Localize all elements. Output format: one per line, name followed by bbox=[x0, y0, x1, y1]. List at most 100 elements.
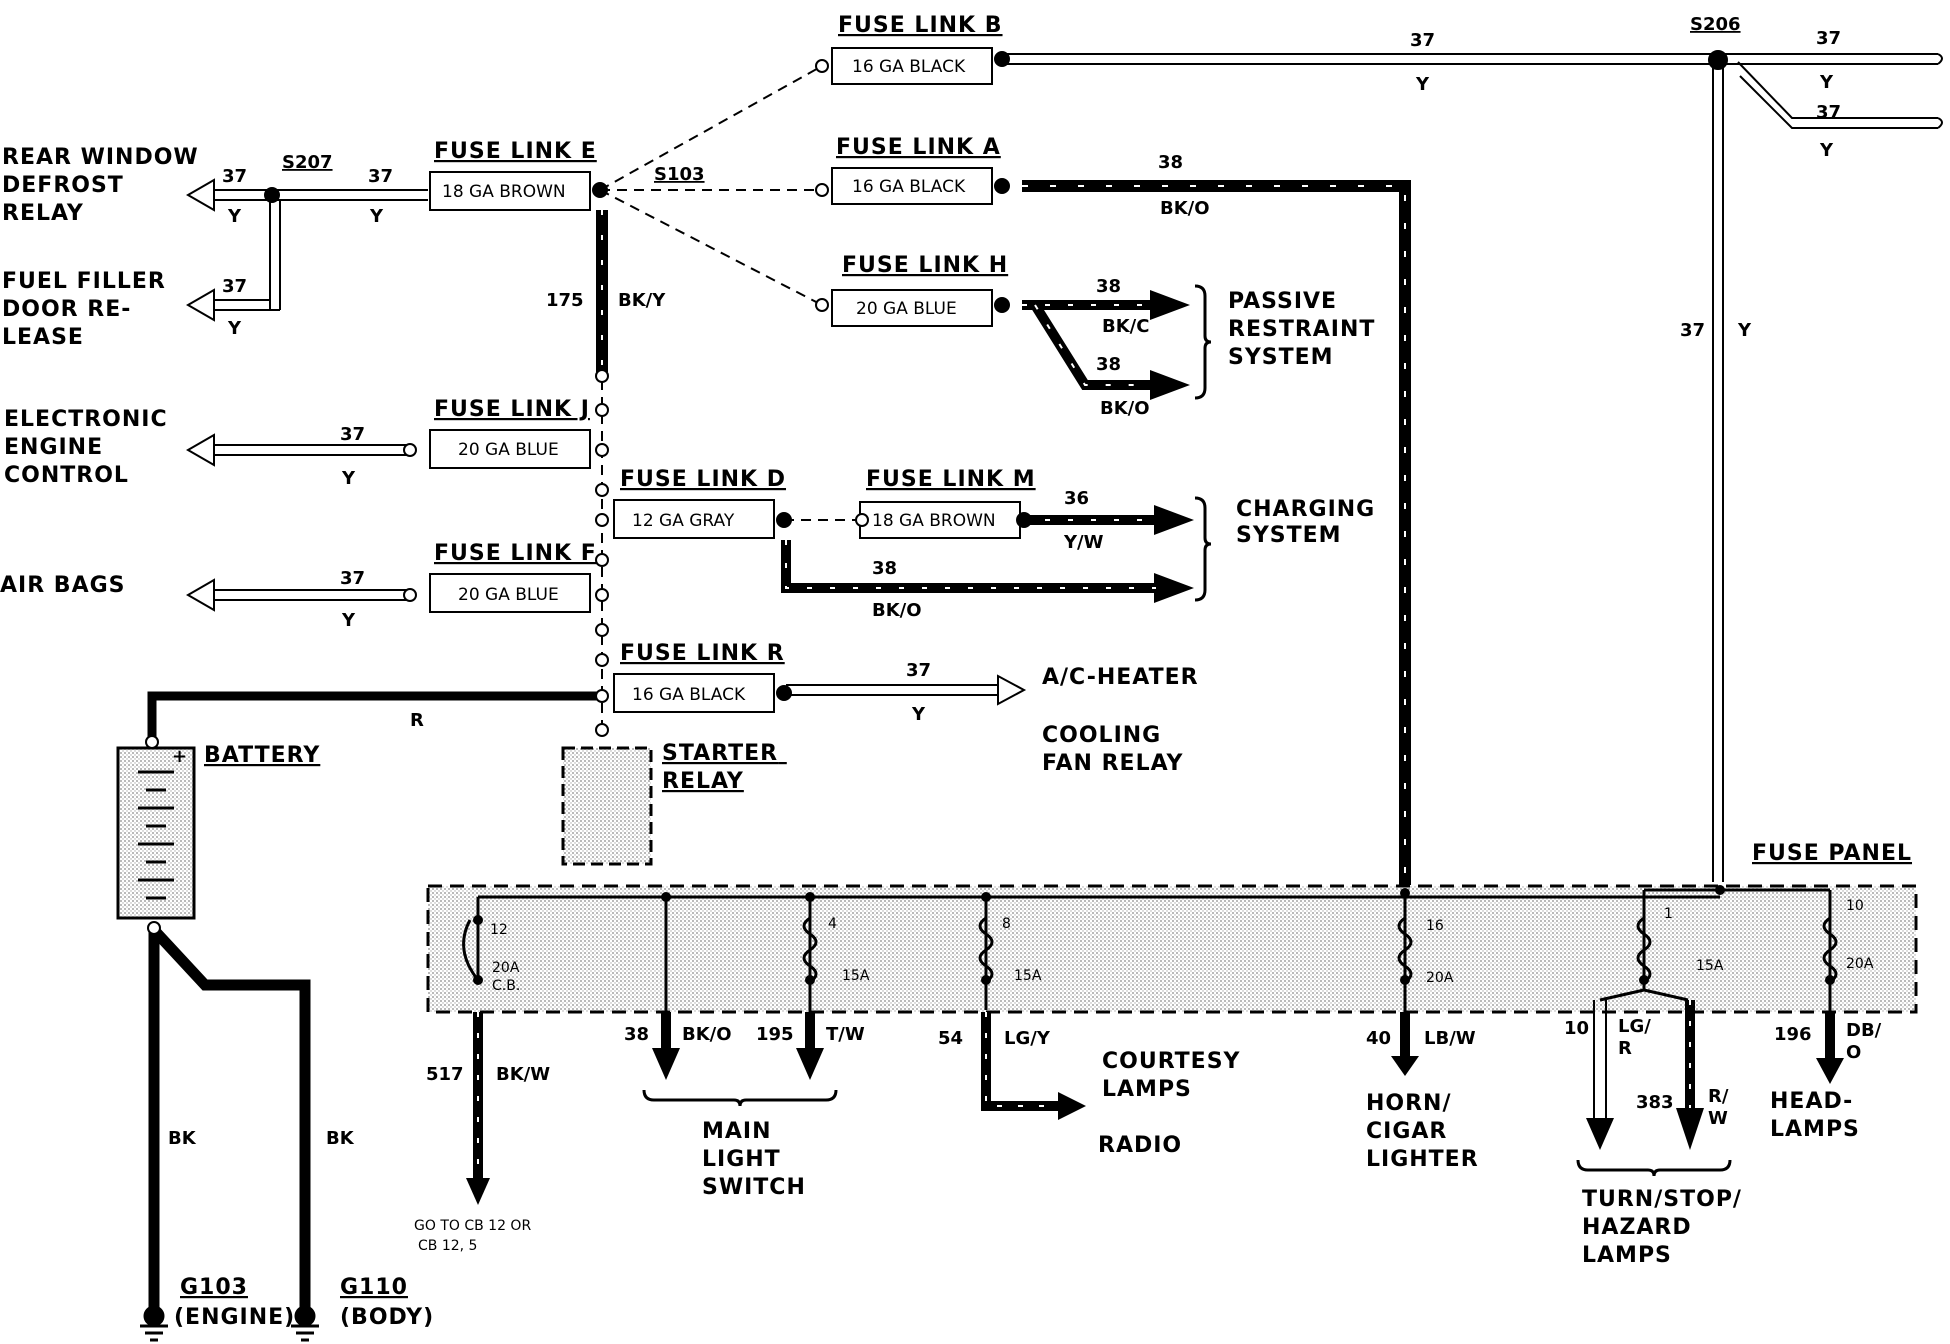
circuit-1: 1 bbox=[1664, 906, 1673, 922]
wire-37-s206a: 37 bbox=[1816, 28, 1841, 49]
wire-10: 10 bbox=[1564, 1018, 1589, 1039]
panel-outputs bbox=[466, 1000, 1844, 1205]
dest-head: HEAD- LAMPS bbox=[1770, 1089, 1862, 1142]
wire-37-vert: 37 bbox=[1680, 320, 1705, 341]
arrowheads-solid bbox=[1150, 290, 1194, 603]
fuse-link-j-title: FUSE LINK J bbox=[434, 397, 590, 422]
wire-bk-1: BK bbox=[168, 1128, 197, 1149]
fuse-link-a-title: FUSE LINK A bbox=[836, 135, 1001, 160]
wire-195: 195 bbox=[756, 1024, 794, 1045]
circuit-4: 4 bbox=[828, 916, 837, 932]
fuse-link-d-spec: 12 GA GRAY bbox=[632, 511, 735, 531]
g110-label: G110 bbox=[340, 1275, 408, 1300]
wire-lgy: LG/Y bbox=[1004, 1028, 1051, 1049]
battery bbox=[116, 735, 196, 935]
wire-y-l3: Y bbox=[227, 318, 242, 339]
wire-40: 40 bbox=[1366, 1028, 1391, 1049]
battery-plus: + bbox=[172, 746, 187, 767]
wire-r-bat: R bbox=[410, 710, 424, 731]
wire-37-r: 37 bbox=[906, 660, 931, 681]
arrowheads bbox=[185, 178, 1027, 706]
splice-s207: S207 bbox=[282, 152, 333, 173]
wire-y-l1: Y bbox=[227, 206, 242, 227]
wire-bkw: BK/W bbox=[496, 1064, 550, 1085]
dest-fuel-door: FUEL FILLER DOOR RE- LEASE bbox=[2, 269, 175, 350]
fuse-link-d-title: FUSE LINK D bbox=[620, 467, 786, 492]
wire-517: 517 bbox=[426, 1064, 464, 1085]
wire-37-left bbox=[210, 189, 1000, 696]
wire-bko-h: BK/O bbox=[1100, 398, 1150, 419]
battery-label: BATTERY bbox=[204, 743, 320, 768]
fuse-link-f-title: FUSE LINK F bbox=[434, 541, 597, 566]
wire-y-b: Y bbox=[1415, 74, 1430, 95]
wire-37-l2: 37 bbox=[368, 166, 393, 187]
g103-sub: (ENGINE) bbox=[174, 1305, 295, 1330]
wire-38-passive bbox=[1022, 300, 1150, 390]
ground-symbols bbox=[140, 1305, 319, 1342]
circuit-10: 10 bbox=[1846, 898, 1864, 914]
wire-y-s206b: Y bbox=[1819, 140, 1834, 161]
wire-383: 383 bbox=[1636, 1092, 1674, 1113]
circuit-15a-1: 15A bbox=[842, 968, 870, 984]
wire-dbo: DB/ O bbox=[1846, 1020, 1888, 1063]
fuse-link-e-title: FUSE LINK E bbox=[434, 139, 597, 164]
brackets bbox=[642, 284, 1732, 1177]
dest-horn: HORN/ CIGAR LIGHTER bbox=[1366, 1091, 1479, 1172]
fuse-link-f-spec: 20 GA BLUE bbox=[458, 585, 559, 605]
fuse-link-m-spec: 18 GA BROWN bbox=[872, 511, 996, 531]
wire-bko-d: BK/O bbox=[872, 600, 922, 621]
dest-main-light: MAIN LIGHT SWITCH bbox=[702, 1119, 806, 1200]
connector-dots bbox=[264, 50, 1728, 737]
fuse-panel bbox=[426, 884, 1918, 1060]
wire-36: 36 bbox=[1064, 488, 1089, 509]
wire-38-bko-panel bbox=[1022, 180, 1411, 885]
wire-54: 54 bbox=[938, 1028, 963, 1049]
wire-y-r: Y bbox=[911, 704, 926, 725]
dest-eec: ELECTRONIC ENGINE CONTROL bbox=[4, 407, 176, 488]
wire-196: 196 bbox=[1774, 1024, 1812, 1045]
wire-175: 175 bbox=[546, 290, 584, 311]
fuse-link-j-spec: 20 GA BLUE bbox=[458, 440, 559, 460]
dest-radio: RADIO bbox=[1098, 1133, 1182, 1158]
fuse-link-b-spec: 16 GA BLACK bbox=[852, 57, 966, 77]
wire-37-y-top bbox=[1002, 53, 1938, 882]
splice-s103: S103 bbox=[654, 164, 705, 185]
wire-38-a: 38 bbox=[1158, 152, 1183, 173]
wire-tw: T/W bbox=[826, 1024, 865, 1045]
circuit-20acb: 20A C.B. bbox=[492, 960, 524, 994]
dest-goto: GO TO CB 12 OR CB 12, 5 bbox=[414, 1218, 536, 1254]
wire-bko-p: BK/O bbox=[682, 1024, 732, 1045]
wire-rw: R/ W bbox=[1708, 1086, 1735, 1129]
dest-cooling: COOLING FAN RELAY bbox=[1042, 723, 1184, 776]
wire-y-l5: Y bbox=[341, 610, 356, 631]
fuse-link-boxes bbox=[429, 47, 1021, 713]
fuse-link-r-spec: 16 GA BLACK bbox=[632, 685, 746, 705]
wire-37-b: 37 bbox=[1410, 30, 1435, 51]
wire-37-l3: 37 bbox=[222, 276, 247, 297]
fuse-link-h-title: FUSE LINK H bbox=[842, 253, 1008, 278]
wire-ends bbox=[1937, 53, 1943, 129]
wire-bkc: BK/C bbox=[1102, 316, 1149, 337]
wire-37-l4: 37 bbox=[340, 424, 365, 445]
wire-37-l1: 37 bbox=[222, 166, 247, 187]
dest-air-bags: AIR BAGS bbox=[0, 573, 126, 598]
wire-bky: BK/Y bbox=[618, 290, 666, 311]
wire-bko-a: BK/O bbox=[1160, 198, 1210, 219]
circuit-15a-3: 15A bbox=[1696, 958, 1724, 974]
wire-yw: Y/W bbox=[1063, 532, 1104, 553]
splice-s206: S206 bbox=[1690, 14, 1741, 35]
fuse-link-e-spec: 18 GA BROWN bbox=[442, 182, 566, 202]
wire-38-p: 38 bbox=[624, 1024, 649, 1045]
fuse-link-h-spec: 20 GA BLUE bbox=[856, 299, 957, 319]
wire-37-l5: 37 bbox=[340, 568, 365, 589]
circuit-16: 16 bbox=[1426, 918, 1444, 934]
circuit-8: 8 bbox=[1002, 916, 1011, 932]
wire-y-s206a: Y bbox=[1819, 72, 1834, 93]
starter-relay bbox=[561, 746, 653, 866]
g110-sub: (BODY) bbox=[340, 1305, 434, 1330]
dest-turn: TURN/STOP/ HAZARD LAMPS bbox=[1582, 1187, 1751, 1268]
dest-rear-defrost: REAR WINDOW DEFROST RELAY bbox=[2, 145, 207, 226]
dest-passive: PASSIVE RESTRAINT SYSTEM bbox=[1228, 289, 1384, 370]
wire-37-s206b: 37 bbox=[1816, 102, 1841, 123]
